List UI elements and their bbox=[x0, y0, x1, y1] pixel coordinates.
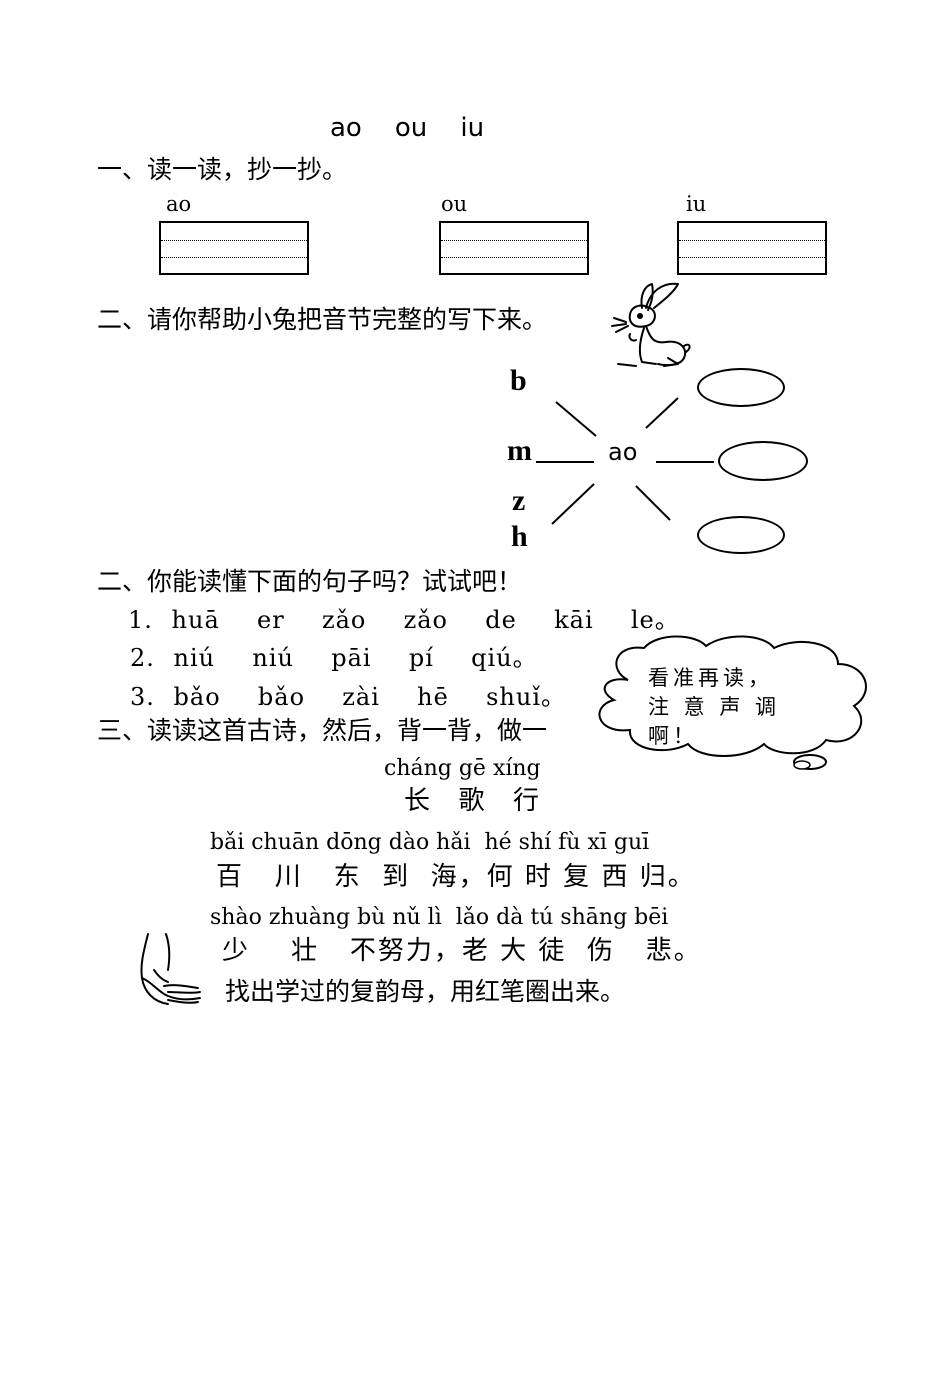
thought-bubble bbox=[598, 635, 867, 770]
box-label-ou: ou bbox=[441, 192, 468, 216]
center-final-ao: ao bbox=[608, 438, 638, 466]
poem-line1-pinyin: bǎi chuān dōng dào hǎi hé shí fù xī guī bbox=[210, 830, 650, 855]
answer-oval-2[interactable] bbox=[718, 441, 808, 481]
initial-m: m bbox=[507, 434, 532, 467]
page-title: ao ou iu bbox=[330, 113, 485, 143]
section1-heading: 一、读一读，抄一抄。 bbox=[97, 155, 348, 184]
answer-oval-3[interactable] bbox=[697, 516, 785, 554]
answer-oval-1[interactable] bbox=[697, 368, 785, 407]
section3-heading: 二、你能读懂下面的句子吗？试试吧！ bbox=[97, 567, 523, 596]
bubble-line-2: 注 意 声 调 bbox=[648, 695, 781, 719]
sentence-3: 3. bǎo bǎo zài hē shuǐ。 bbox=[130, 683, 566, 711]
star-lines bbox=[536, 397, 714, 525]
pointing-hand-icon bbox=[140, 933, 201, 1005]
poem-title: 长 歌 行 bbox=[404, 786, 544, 816]
poem-line2-pinyin: shào zhuàng bù nǔ lì lǎo dà tú shāng bēi bbox=[210, 905, 669, 930]
bubble-line-1: 看准再读， bbox=[648, 666, 773, 690]
instruction-text: 找出学过的复韵母，用红笔圈出来。 bbox=[225, 977, 626, 1006]
initial-b: b bbox=[510, 364, 527, 397]
rabbit-icon bbox=[611, 282, 691, 367]
poem-line2-hanzi: 少 壮 不努力，老 大 徒 伤 悲。 bbox=[222, 936, 702, 966]
initial-z: z bbox=[512, 484, 526, 517]
sentence-2: 2. niú niú pāi pí qiú。 bbox=[130, 644, 538, 672]
copy-box-ou[interactable] bbox=[439, 221, 589, 275]
section2-heading: 二、请你帮助小兔把音节完整的写下来。 bbox=[97, 305, 548, 334]
box-label-ao: ao bbox=[166, 192, 192, 216]
copy-box-ao[interactable] bbox=[159, 221, 309, 275]
sentence-1: 1. huā er zǎo zǎo de kāi le。 bbox=[128, 606, 680, 634]
bubble-line-3: 啊！ bbox=[648, 724, 698, 748]
box-label-iu: iu bbox=[686, 192, 707, 216]
poem-line1-hanzi: 百 川 东 到 海，何 时 复 西 归。 bbox=[216, 862, 696, 892]
copy-box-iu[interactable] bbox=[677, 221, 827, 275]
section4-heading: 三、读读这首古诗，然后，背一背，做一 bbox=[97, 716, 548, 745]
initial-h: h bbox=[511, 520, 528, 553]
poem-title-pinyin: cháng gē xíng bbox=[384, 756, 541, 781]
